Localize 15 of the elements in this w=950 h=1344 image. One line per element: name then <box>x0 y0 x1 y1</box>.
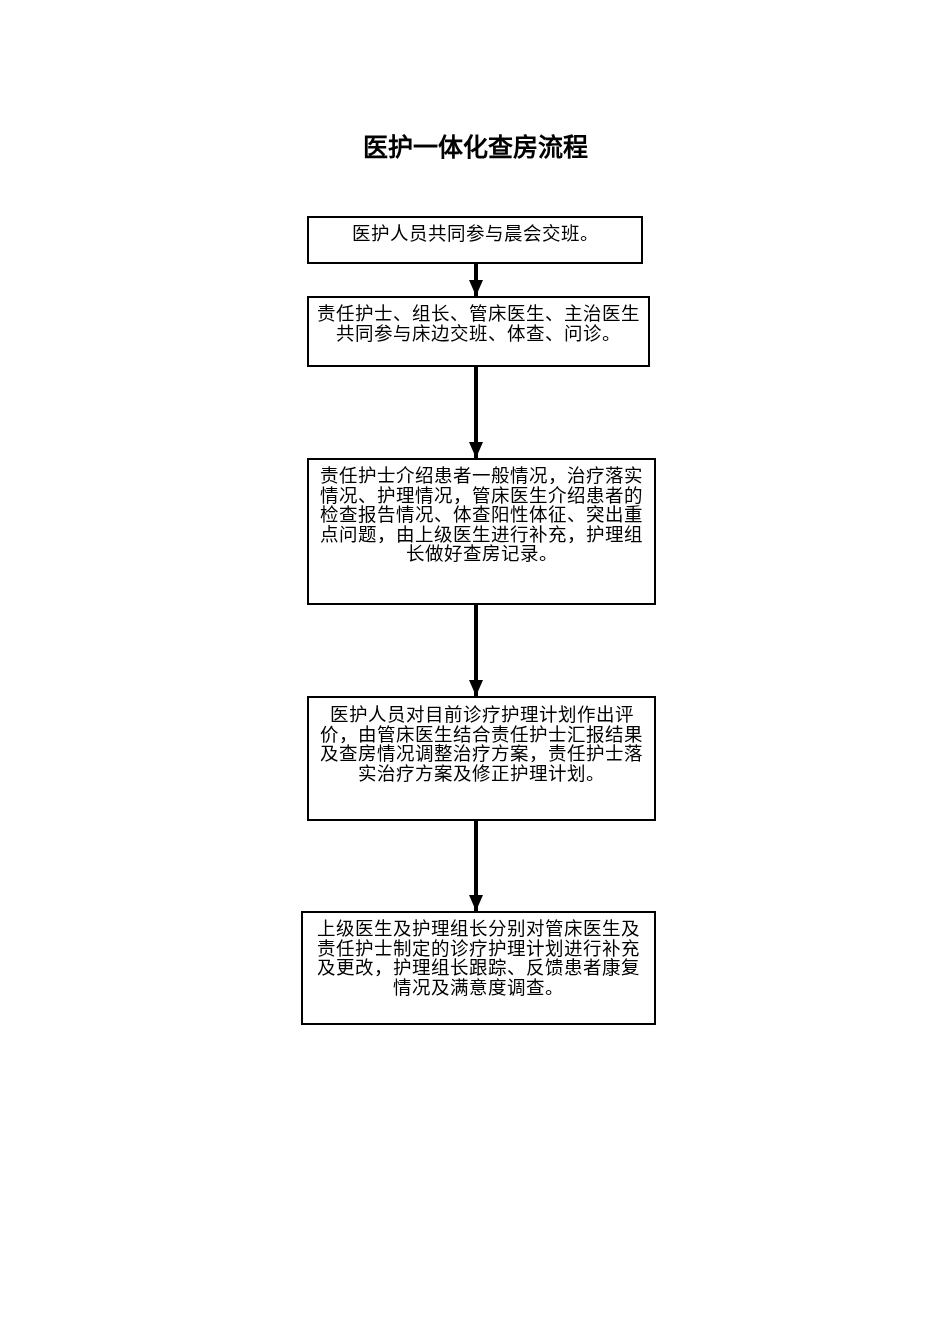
process-box <box>307 296 650 367</box>
step-text: 责任护士介绍患者一般情况，治疗落实情况、护理情况，管床医生介绍患者的检查报告情况、体查阳性体征、突出重点问题，由上级医生进行补充，护理组长做好查房记录。 <box>319 466 644 564</box>
arrow <box>469 264 483 296</box>
step-text: 责任护士、组长、管床医生、主治医生共同参与床边交班、体查、问诊。 <box>316 304 641 343</box>
title: 医护一体化查房流程 <box>362 132 588 164</box>
arrow <box>469 605 483 696</box>
arrow <box>469 367 483 458</box>
process-box <box>307 696 656 821</box>
arrow <box>469 821 483 911</box>
step-text: 医护人员共同参与晨会交班。 <box>350 224 600 244</box>
step-text: 医护人员对目前诊疗护理计划作出评价，由管床医生结合责任护士汇报结果及查房情况调整治疗方案，责任护士落实治疗方案及修正护理计划。 <box>319 705 644 783</box>
process-box <box>301 911 656 1025</box>
process-box <box>307 458 656 605</box>
process-box <box>307 216 643 264</box>
step-text: 上级医生及护理组长分别对管床医生及责任护士制定的诊疗护理计划进行补充及更改，护理组长跟踪、反馈患者康复情况及满意度调查。 <box>316 919 641 997</box>
